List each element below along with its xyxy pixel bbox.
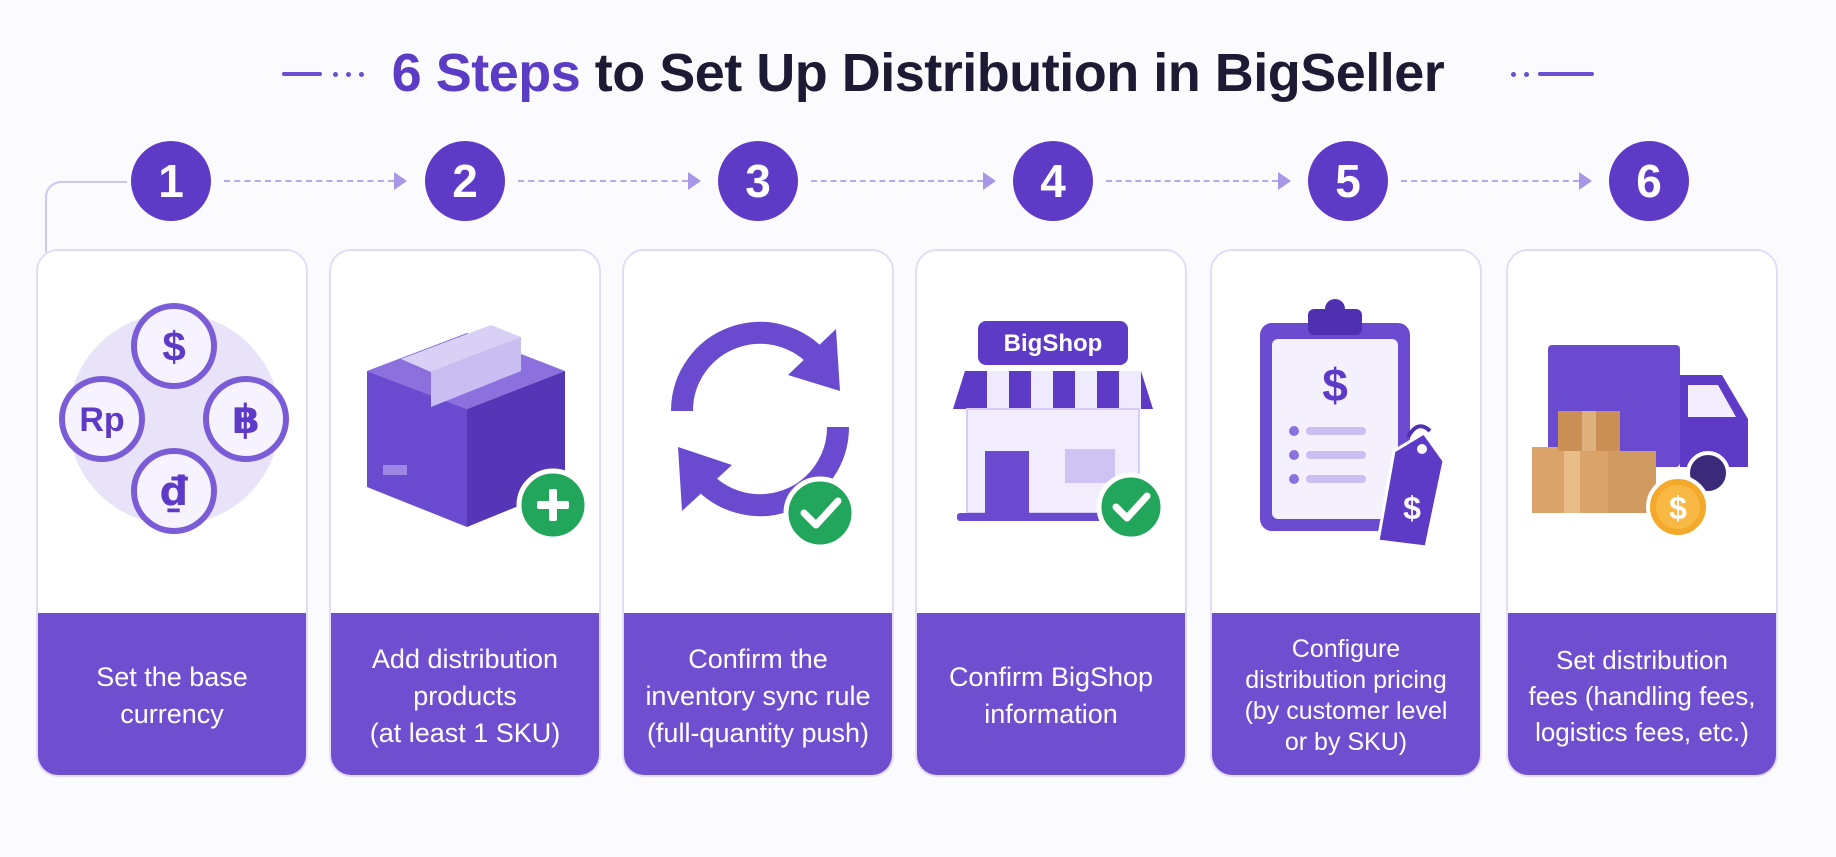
step-card-5: $ $ Configure distribution pricing (by c… <box>1210 249 1482 777</box>
step-footer: Add distribution products (at least 1 SK… <box>331 613 599 775</box>
arrow-right-icon <box>983 172 996 190</box>
step-label: Confirm the inventory sync rule (full-qu… <box>633 641 882 752</box>
step-footer: Configure distribution pricing (by custo… <box>1212 613 1480 775</box>
title-accent: 6 Steps <box>391 43 581 103</box>
connector-5-6 <box>1401 180 1579 182</box>
step-label: Confirm BigShop information <box>937 659 1165 733</box>
label-line: distribution pricing <box>1245 666 1447 694</box>
label-line: logistics fees, etc.) <box>1535 717 1749 747</box>
label-line: Add distribution <box>371 643 559 674</box>
storefront-check-icon: BigShop <box>917 251 1185 613</box>
label-line: currency <box>120 699 224 729</box>
step-badge-4: 4 <box>1013 141 1093 221</box>
label-line: fees (handling fees, <box>1528 681 1756 711</box>
label-line: (at least 1 SKU) <box>369 717 561 748</box>
connector-3-4 <box>811 180 983 182</box>
dollar-sign: $ <box>1322 359 1348 411</box>
step-label: Configure distribution pricing (by custo… <box>1233 634 1460 758</box>
arrow-right-icon <box>1579 172 1592 190</box>
step-footer: Confirm the inventory sync rule (full-qu… <box>624 613 892 775</box>
label-line: Confirm the <box>688 643 828 674</box>
delivery-truck-fees-icon: $ <box>1508 251 1776 613</box>
label-line: or by SKU) <box>1284 728 1408 756</box>
arrow-right-icon <box>1278 172 1291 190</box>
step-footer: Set distribution fees (handling fees, lo… <box>1508 613 1776 775</box>
label-line: (by customer level <box>1244 697 1448 725</box>
dollar-sign: $ <box>1669 490 1687 526</box>
flow-bracket <box>45 181 127 253</box>
step-badge-3: 3 <box>718 141 798 221</box>
step-badge-6: 6 <box>1609 141 1689 221</box>
bigshop-sign: BigShop <box>1004 330 1103 357</box>
connector-2-3 <box>518 180 688 182</box>
deco-dash <box>282 72 322 76</box>
label-line: Set distribution <box>1556 645 1728 675</box>
label-line: Confirm BigShop <box>948 662 1154 692</box>
label-line: (full-quantity push) <box>646 717 870 748</box>
label-line: products <box>413 680 517 711</box>
connector-1-2 <box>224 180 394 182</box>
connector-4-5 <box>1106 180 1278 182</box>
step-footer: Confirm BigShop information <box>917 613 1185 775</box>
pricing-clipboard-icon: $ $ <box>1212 251 1480 613</box>
deco-dot <box>1524 72 1529 77</box>
step-badge-2: 2 <box>425 141 505 221</box>
arrow-right-icon <box>394 172 407 190</box>
step-label: Set the base currency <box>84 659 260 733</box>
currency-coins-icon: $ Rp ฿ ₫ <box>38 251 306 613</box>
label-line: Set the base <box>96 662 248 692</box>
step-card-3: Confirm the inventory sync rule (full-qu… <box>622 249 894 777</box>
deco-dot <box>1511 72 1516 77</box>
arrow-right-icon <box>688 172 701 190</box>
label-line: information <box>984 699 1118 729</box>
dollar-sign: $ <box>1403 490 1421 526</box>
title-rest: to Set Up Distribution in BigSeller <box>580 43 1445 103</box>
step-label: Add distribution products (at least 1 SK… <box>358 641 573 752</box>
step-card-4: BigShop Confirm BigShop information <box>915 249 1187 777</box>
deco-dash <box>1538 72 1594 76</box>
currency-symbol: ₫ <box>160 469 188 515</box>
currency-symbol: ฿ <box>232 397 260 443</box>
step-card-1: $ Rp ฿ ₫ Set the base currency <box>36 249 308 777</box>
step-badge-1: 1 <box>131 141 211 221</box>
deco-dot <box>346 72 351 77</box>
step-card-2: Add distribution products (at least 1 SK… <box>329 249 601 777</box>
step-label: Set distribution fees (handling fees, lo… <box>1517 642 1768 750</box>
deco-dot <box>333 72 338 77</box>
label-line: inventory sync rule <box>645 680 871 711</box>
currency-symbol: $ <box>162 323 185 370</box>
deco-dot <box>359 72 364 77</box>
step-card-6: $ Set distribution fees (handling fees, … <box>1506 249 1778 777</box>
sync-check-icon <box>624 251 892 613</box>
currency-symbol: Rp <box>79 401 124 439</box>
add-product-box-icon <box>331 251 599 613</box>
label-line: Configure <box>1291 635 1401 663</box>
page-title: 6 Steps to Set Up Distribution in BigSel… <box>0 42 1836 104</box>
step-footer: Set the base currency <box>38 613 306 775</box>
step-badge-5: 5 <box>1308 141 1388 221</box>
